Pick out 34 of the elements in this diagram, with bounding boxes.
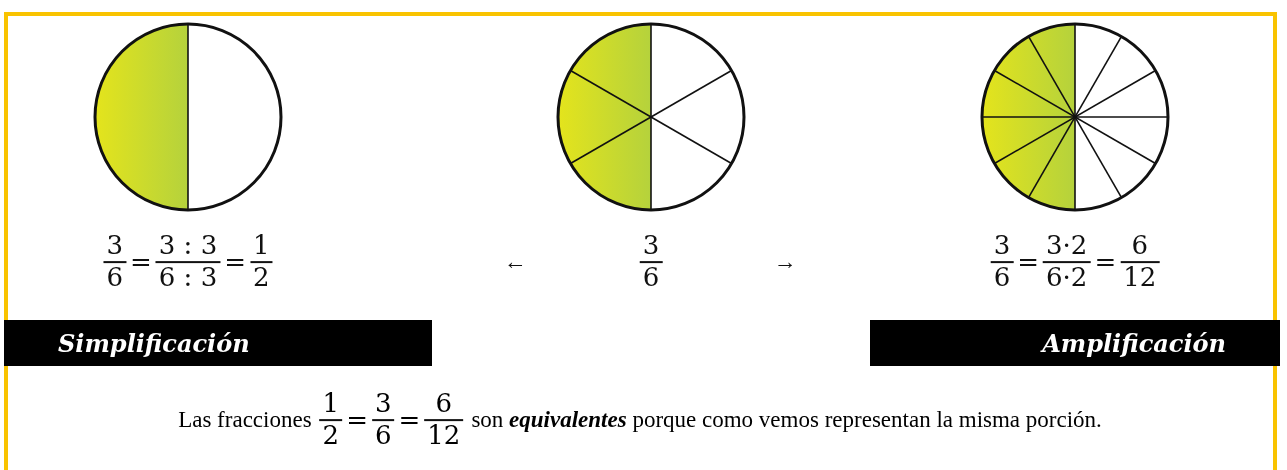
fraction-denominator: 6: [371, 419, 395, 451]
fraction-denominator: 6·2: [1043, 261, 1091, 293]
fraction-denominator: 2: [250, 261, 273, 293]
fraction-numerator: 3 : 3: [157, 231, 219, 261]
title-banner: [870, 320, 1280, 366]
fraction-numerator: 3: [373, 389, 393, 419]
fraction-denominator: 6: [990, 261, 1014, 293]
fraction-numerator: 6: [1130, 231, 1149, 261]
fraction-numerator: 3: [105, 231, 124, 261]
fraction-numerator: 1: [252, 231, 271, 261]
equals-sign: =: [1094, 247, 1117, 277]
arrow-symbol: ←: [503, 249, 527, 275]
arrow-symbol: →: [773, 249, 797, 275]
fraction-numerator: 6: [434, 389, 454, 419]
fraction-numerator: 1: [321, 389, 341, 419]
sentence-text: son equivalentes porque como vemos representan la misma porción.: [471, 407, 1102, 433]
equals-sign: =: [130, 247, 152, 277]
banner-title: Simplificación: [58, 328, 250, 358]
equals-sign: =: [224, 247, 246, 277]
banner-title: Amplificación: [1042, 328, 1226, 358]
equals-sign: =: [346, 405, 368, 435]
fraction-denominator: 12: [1120, 261, 1160, 293]
fraction-numerator: 3: [641, 231, 661, 261]
fraction-denominator: 12: [424, 419, 464, 451]
fraction-denominator: 6: [103, 261, 126, 293]
fraction-numerator: 3: [992, 231, 1012, 261]
fraction-denominator: 6 : 3: [155, 261, 221, 293]
title-banner: [4, 320, 432, 366]
equals-sign: =: [398, 405, 421, 435]
sentence-text: Las fracciones: [178, 407, 312, 433]
fraction-denominator: 2: [319, 419, 343, 451]
equals-sign: =: [1017, 247, 1040, 277]
fraction-numerator: 3·2: [1045, 231, 1089, 261]
fraction-denominator: 6: [639, 261, 663, 293]
